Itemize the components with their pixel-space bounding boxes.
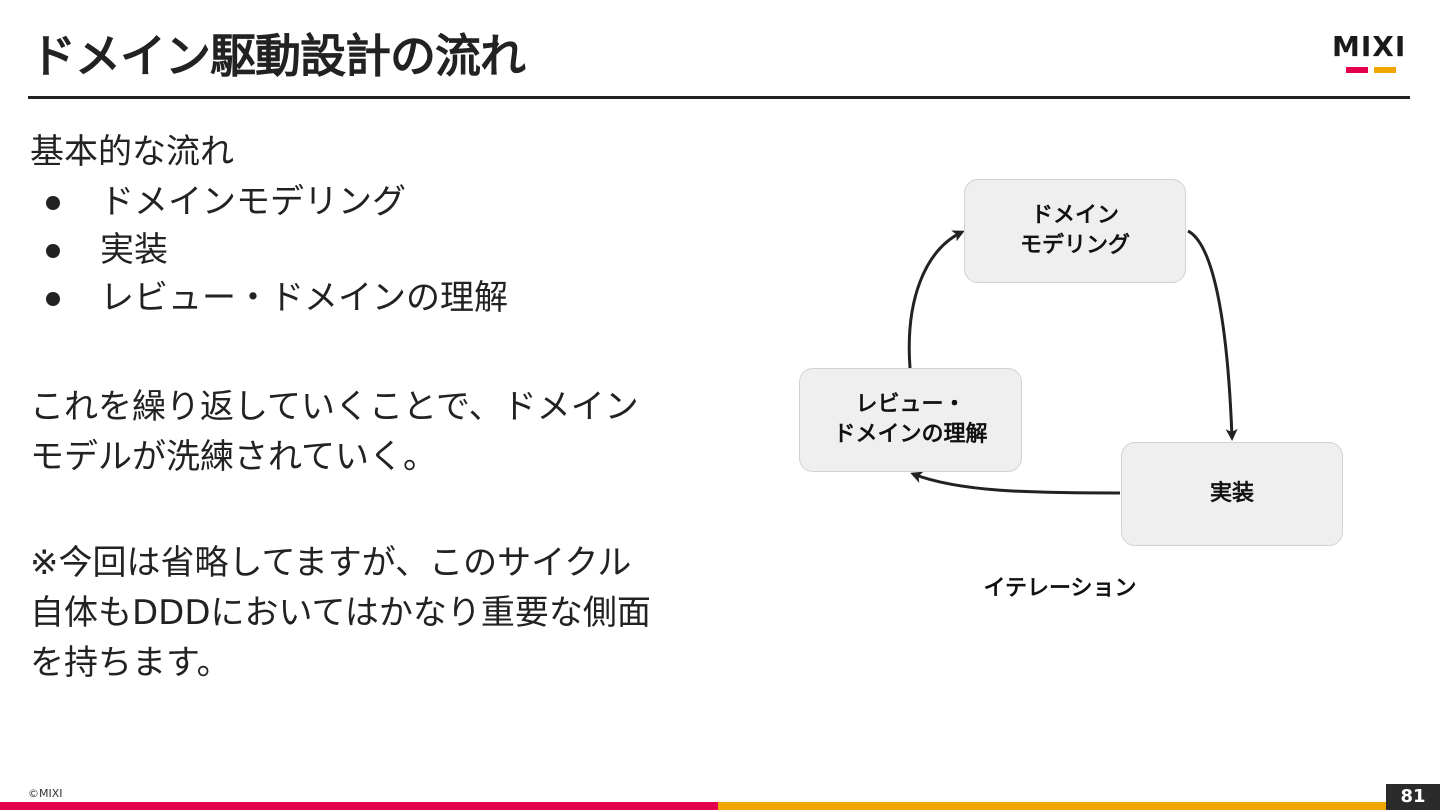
bullet-item: 実装 — [30, 226, 710, 274]
page-number: 81 — [1386, 784, 1440, 810]
note-paragraph: ※今回は省略してますが、このサイクル 自体もDDDにおいてはかなり重要な側面 を… — [30, 538, 710, 688]
bullet-text: 実装 — [100, 230, 168, 270]
page-title: ドメイン駆動設計の流れ — [30, 29, 526, 83]
iteration-label: イテレーション — [983, 576, 1137, 601]
node-review-understanding: レビュー・ ドメインの理解 — [799, 368, 1022, 472]
bullet-text: レビュー・ドメインの理解 — [100, 278, 508, 318]
bullet-dot-icon — [46, 196, 60, 210]
bullet-text: ドメインモデリング — [100, 182, 406, 222]
copyright-text: ©MIXI — [28, 787, 63, 800]
para-line: 自体もDDDにおいてはかなり重要な側面 — [30, 593, 651, 633]
footer-bar-gold — [718, 802, 1440, 810]
para-line: を持ちます。 — [30, 643, 231, 683]
intro-text: 基本的な流れ — [30, 132, 234, 172]
arrow-implementation-to-review — [910, 471, 1121, 495]
para-line: ※今回は省略してますが、このサイクル — [30, 543, 632, 583]
refinement-paragraph: これを繰り返していくことで、ドメイン モデルが洗練されていく。 — [30, 382, 710, 482]
logo-text: MIXI — [1332, 30, 1407, 63]
bullet-dot-icon — [46, 292, 60, 306]
node-domain-modeling: ドメイン モデリング — [964, 179, 1186, 283]
left-column: 基本的な流れ ドメインモデリング 実装 レビュー・ドメインの理解 これを繰り返し… — [30, 126, 710, 688]
para-line: モデルが洗練されていく。 — [30, 437, 437, 477]
footer-bar-pink — [0, 802, 718, 810]
flow-bullet-list: ドメインモデリング 実装 レビュー・ドメインの理解 — [30, 178, 710, 322]
bullet-dot-icon — [46, 244, 60, 258]
para-line: これを繰り返していくことで、ドメイン — [30, 387, 639, 427]
bullet-item: レビュー・ドメインの理解 — [30, 274, 710, 322]
bullet-item: ドメインモデリング — [30, 178, 710, 226]
mixi-logo: MIXI — [1330, 30, 1412, 76]
node-implementation: 実装 — [1121, 442, 1343, 546]
logo-bar-pink — [1346, 67, 1368, 73]
arrow-review-to-modeling — [907, 230, 965, 369]
title-divider — [28, 96, 1410, 99]
logo-bar-gold — [1374, 67, 1396, 73]
arrow-modeling-to-implementation — [1187, 229, 1238, 441]
